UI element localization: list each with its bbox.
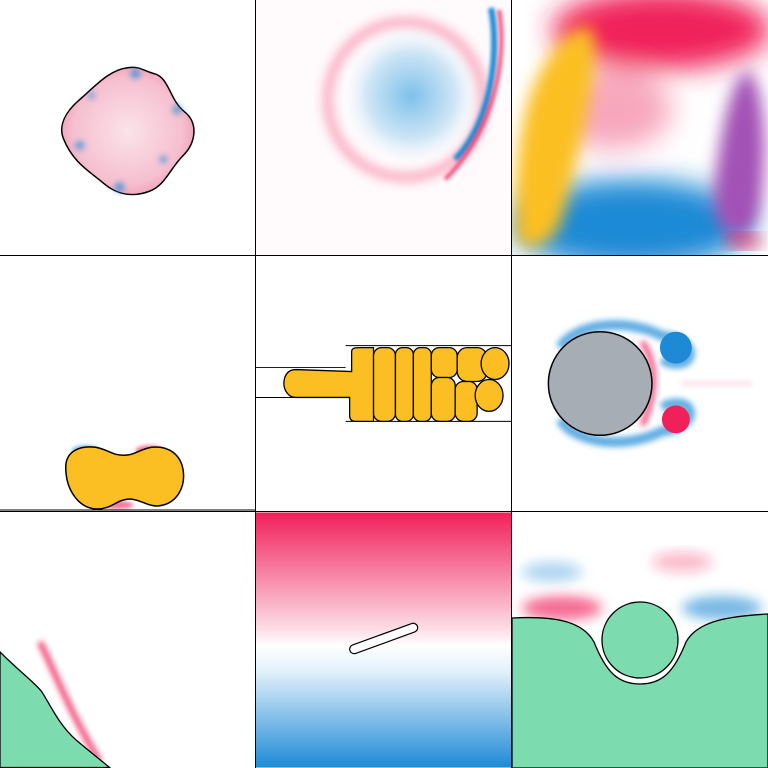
stratified-svg — [256, 512, 511, 768]
floating-sphere — [601, 601, 679, 679]
color-mixing-panel — [512, 0, 768, 256]
yellow-drop — [64, 446, 185, 510]
corner-jet — [453, 7, 498, 162]
purple-region — [714, 69, 765, 236]
mixing-svg — [512, 0, 768, 255]
green-water — [0, 651, 112, 768]
droplet-body — [61, 66, 195, 196]
floating-body-panel — [512, 512, 768, 768]
droplet-panel — [0, 0, 256, 256]
floating-svg — [512, 512, 768, 768]
yellow-region — [515, 27, 595, 248]
droplet-svg — [61, 66, 195, 196]
bouncing-drop-panel — [0, 256, 256, 512]
packed-particles — [372, 346, 510, 422]
dam-break-svg — [0, 512, 255, 768]
surface-vorticity — [522, 552, 762, 620]
cylinder-svg — [512, 256, 768, 511]
cavity-svg — [256, 0, 511, 255]
inclined-plate — [349, 622, 419, 655]
red-region — [552, 0, 768, 70]
green-liquid — [512, 613, 768, 768]
lid-driven-cavity-panel — [256, 0, 512, 256]
channel-svg — [256, 256, 511, 511]
inlet-plug — [283, 346, 375, 422]
bounce-svg — [0, 256, 255, 511]
blue-region — [512, 179, 752, 255]
vortex-core — [337, 21, 486, 170]
flow-past-cylinder-panel — [512, 256, 768, 512]
cylinder — [547, 330, 653, 437]
stratified-shear-panel — [256, 512, 512, 768]
shear-streak — [37, 640, 103, 764]
vortex-ring — [322, 16, 489, 183]
lower-vortex — [661, 405, 690, 434]
particles-in-channel-panel — [256, 256, 512, 512]
upper-vortex — [659, 331, 692, 364]
droplet-vortex-spots — [74, 68, 183, 193]
dam-break-panel — [0, 512, 256, 768]
